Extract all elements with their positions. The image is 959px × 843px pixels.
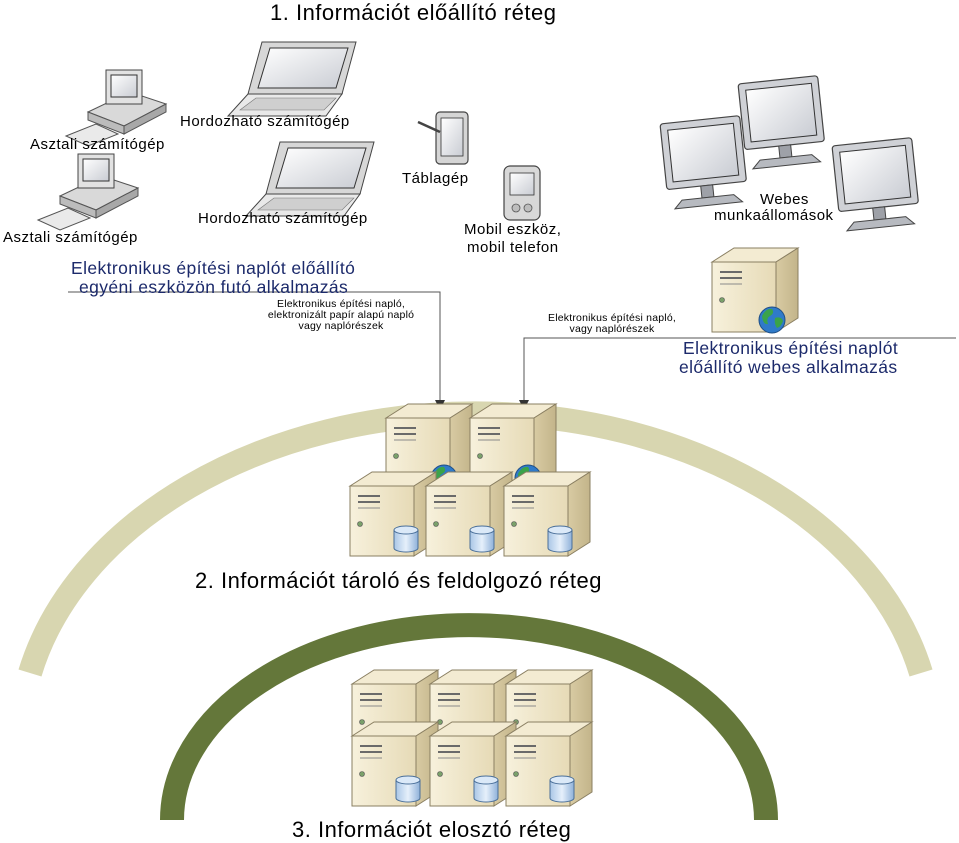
server-icon (505, 721, 593, 807)
tablet-icon (417, 111, 469, 165)
desktop-label-top: Asztali számítógép (30, 136, 165, 153)
flow-line-web (523, 337, 956, 406)
server-icon (351, 721, 439, 807)
web-ws-label-line1: Webes (760, 191, 809, 208)
flow-label-web: Elektronikus építési napló, vagy naplóré… (532, 312, 692, 336)
laptop-label-bottom: Hordozható számítógép (198, 210, 368, 227)
database-icon (393, 525, 419, 553)
desktop-label-bottom: Asztali számítógép (3, 229, 138, 246)
mobile-label-line2: mobil telefon (467, 239, 559, 256)
individual-app-line2: egyéni eszközön futó alkalmazás (79, 277, 349, 297)
monitor-icon (737, 75, 828, 171)
server-icon (429, 721, 517, 807)
flow-right-line1: Elektronikus építési napló, (548, 312, 676, 324)
database-icon (395, 775, 421, 803)
web-ws-label-line2: munkaállomások (714, 207, 834, 224)
server-icon (349, 471, 437, 557)
mobile-phone-icon (503, 165, 541, 221)
server-icon (503, 471, 591, 557)
tablet-label: Táblagép (402, 170, 469, 187)
outer-layer-arc (18, 401, 933, 677)
server-cluster-layer2 (349, 403, 591, 557)
database-icon (549, 775, 575, 803)
database-icon (547, 525, 573, 553)
mobile-label-line1: Mobil eszköz, (464, 221, 562, 238)
laptop-icon (227, 41, 357, 117)
web-app-line2: előállító webes alkalmazás (679, 357, 898, 377)
layer3-title: 3. Információt elosztó réteg (292, 817, 572, 842)
flow-left-line3: vagy naplórészek (298, 320, 384, 333)
laptop-icon (245, 141, 375, 217)
desktop-computer-icon (37, 153, 139, 231)
flow-right-line2: vagy naplórészek (569, 323, 655, 336)
individual-app-line1: Elektronikus építési naplót előállító (71, 258, 356, 278)
desktop-computer-icon (65, 69, 167, 147)
server-cluster-layer3 (351, 669, 593, 807)
flow-label-individual: Elektronikus építési napló, elektronizál… (246, 298, 436, 333)
monitor-icon (831, 137, 922, 233)
database-icon (469, 525, 495, 553)
database-icon (473, 775, 499, 803)
flow-line-individual (68, 291, 441, 406)
laptop-label-top: Hordozható számítógép (180, 113, 350, 130)
web-app-line1: Elektronikus építési naplót (683, 338, 899, 358)
layer1-title: 1. Információt előállító réteg (270, 0, 557, 25)
inner-layer-arc (160, 613, 778, 821)
flow-left-line1: Elektronikus építési napló, (277, 298, 405, 310)
layer2-title: 2. Információt tároló és feldolgozó réte… (195, 568, 602, 593)
server-icon (425, 471, 513, 557)
flow-left-line2: elektronizált papír alapú napló (267, 309, 415, 322)
web-server-icon (711, 247, 799, 334)
monitor-icon (659, 115, 750, 211)
